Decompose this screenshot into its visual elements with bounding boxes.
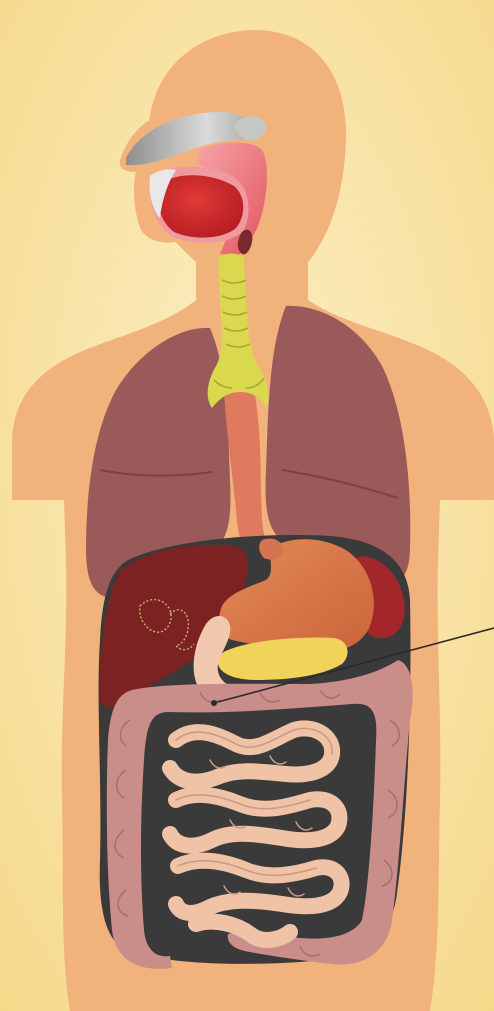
tongue bbox=[158, 175, 244, 237]
pointer-dot bbox=[211, 700, 217, 706]
